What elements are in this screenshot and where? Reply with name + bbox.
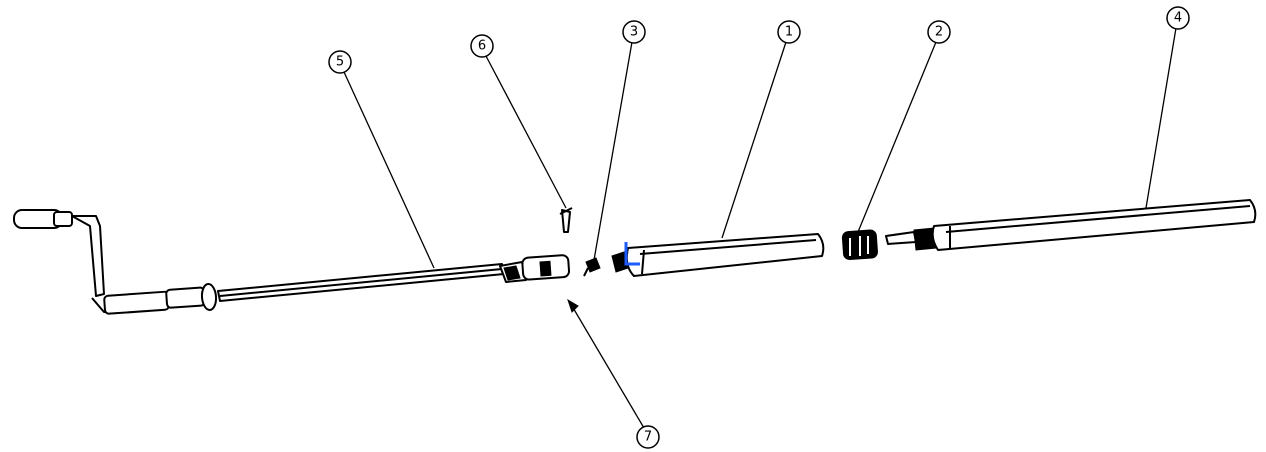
long-rod-part bbox=[885, 199, 1257, 251]
balloon-1: 1 bbox=[777, 20, 801, 44]
tube-axis-marker bbox=[624, 242, 640, 266]
crank-flange bbox=[200, 283, 218, 311]
leader-3 bbox=[593, 41, 633, 261]
balloon-1-label: 1 bbox=[785, 25, 793, 40]
pin-part bbox=[559, 207, 573, 233]
tube-part bbox=[611, 233, 825, 277]
crank-shaft-collar bbox=[165, 286, 206, 309]
balloon-6-label: 6 bbox=[478, 39, 486, 54]
fastener-part bbox=[583, 257, 601, 277]
balloon-4-label: 4 bbox=[1174, 11, 1182, 26]
rod-tip bbox=[885, 231, 917, 245]
leader-5 bbox=[343, 71, 435, 269]
rod-body bbox=[931, 199, 1257, 251]
crank-grip-collar bbox=[53, 211, 73, 227]
balloon-2-label: 2 bbox=[935, 25, 943, 40]
balloon-7-label: 7 bbox=[644, 430, 652, 445]
balloon-3-label: 3 bbox=[630, 25, 638, 40]
crank-handle-part bbox=[13, 209, 571, 315]
leader-2 bbox=[857, 41, 937, 233]
tube-ring bbox=[641, 249, 645, 275]
nut-part bbox=[841, 229, 878, 261]
leader-4 bbox=[1145, 27, 1177, 209]
tube-highlight bbox=[639, 239, 817, 255]
balloon-7: 7 bbox=[636, 425, 660, 449]
balloon-5: 5 bbox=[328, 50, 352, 74]
balloon-6: 6 bbox=[470, 34, 494, 58]
balloon-2: 2 bbox=[927, 20, 951, 44]
rod-coupling-dark bbox=[503, 265, 521, 281]
crank-rod-edge bbox=[219, 268, 503, 297]
leader-1 bbox=[721, 41, 787, 239]
leader-6 bbox=[485, 55, 567, 209]
rod-socket-slot bbox=[539, 260, 552, 277]
pin-head bbox=[559, 207, 573, 215]
leader-lines bbox=[343, 27, 1177, 429]
crank-arm bbox=[71, 215, 105, 297]
crank-shaft-sleeve bbox=[103, 290, 170, 315]
leader-7-arrowhead bbox=[567, 298, 579, 313]
leader-7 bbox=[571, 305, 645, 429]
fastener-tip bbox=[583, 267, 589, 277]
balloon-5-label: 5 bbox=[336, 55, 344, 70]
balloon-4: 4 bbox=[1166, 6, 1190, 30]
balloon-3: 3 bbox=[622, 20, 646, 44]
tube-body bbox=[625, 233, 825, 277]
rod-highlight bbox=[945, 205, 1251, 233]
